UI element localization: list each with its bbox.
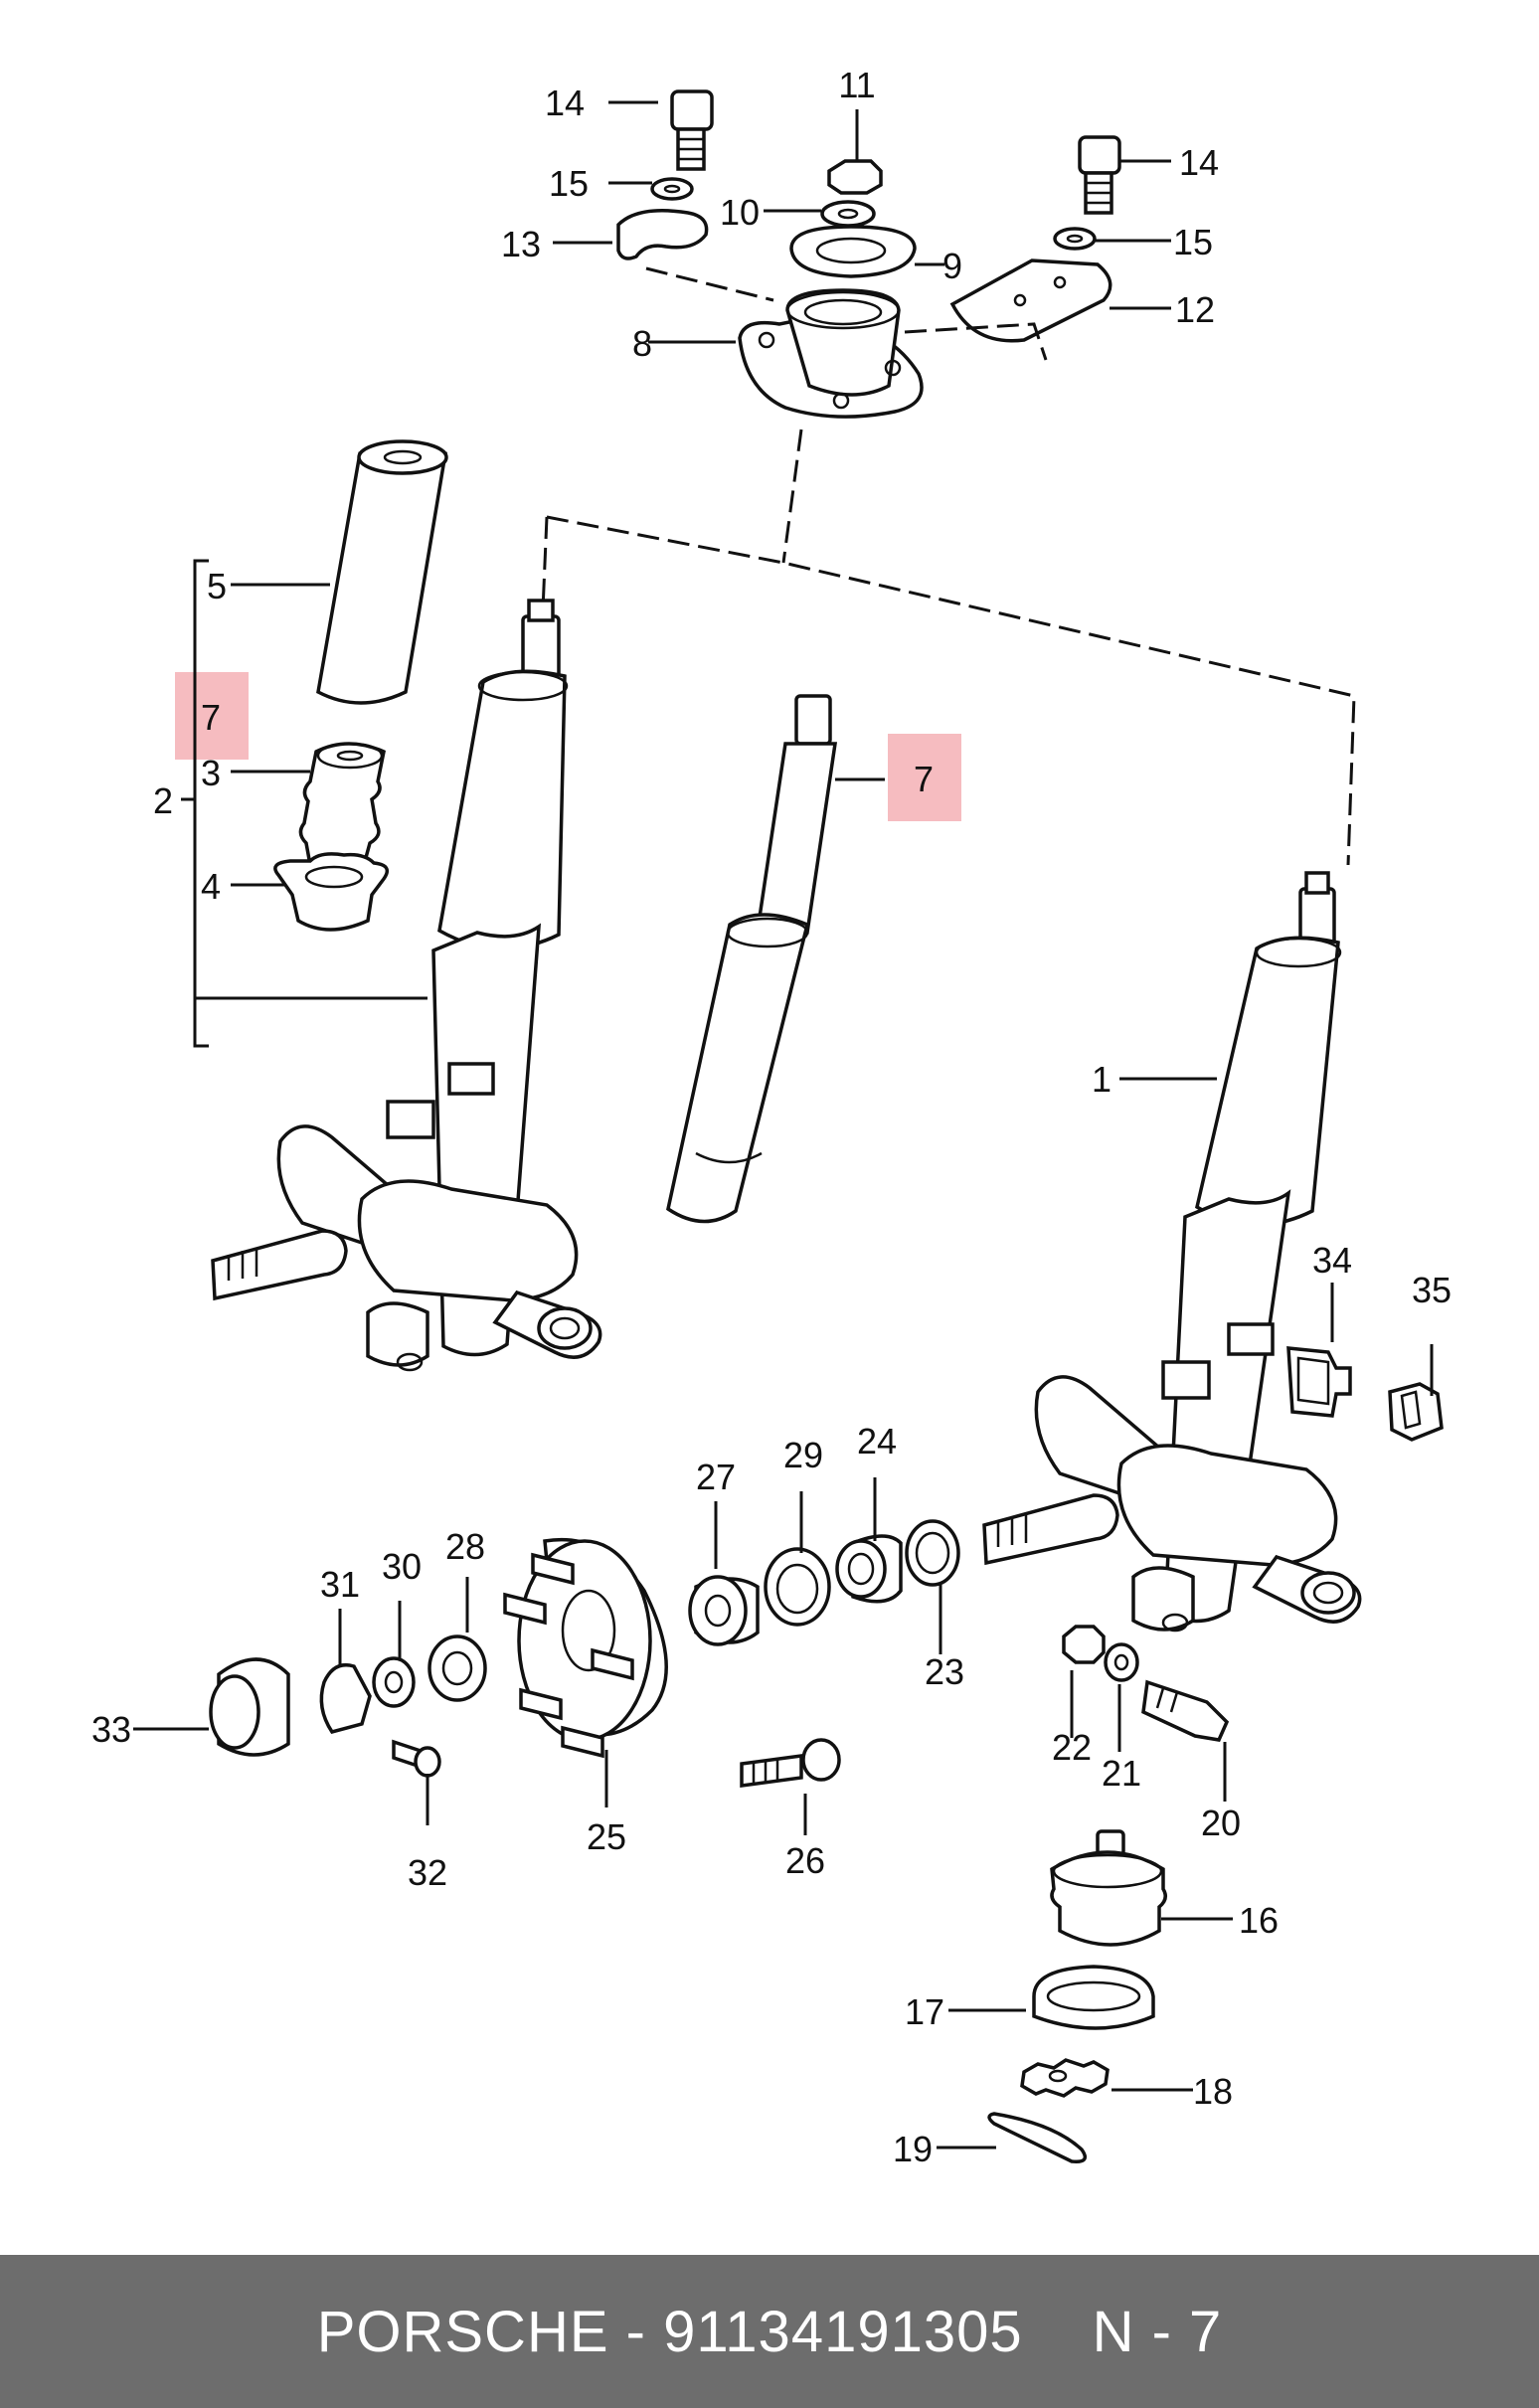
callout-28: 28 (445, 1526, 485, 1567)
part-17-ring-nut (1032, 1965, 1155, 2030)
callout-27: 27 (696, 1457, 736, 1497)
bolt-14-left (670, 89, 714, 171)
part-32-screw (392, 1739, 441, 1778)
callout-31: 31 (320, 1564, 360, 1605)
part-35-clip (1388, 1382, 1444, 1442)
callout-33: 33 (91, 1709, 131, 1750)
part-21-washer (1104, 1642, 1139, 1682)
callout-7-right: 7 (914, 759, 934, 799)
callout-9: 9 (942, 246, 962, 286)
callout-24: 24 (857, 1421, 897, 1462)
callout-5: 5 (207, 566, 227, 606)
part-18-lock-plate (1020, 2058, 1110, 2098)
part-29-bearing-race (764, 1547, 831, 1627)
part-22-nut (1062, 1625, 1106, 1664)
part-24-spacer (835, 1534, 903, 1604)
part-23-seal-ring (905, 1519, 960, 1587)
left-strut (211, 599, 602, 1372)
part-5-dust-tube (316, 439, 448, 705)
callout-26: 26 (785, 1840, 825, 1881)
callout-25: 25 (587, 1816, 626, 1857)
leader-lines (133, 100, 1434, 2150)
callout-23: 23 (925, 1651, 964, 1692)
part-4-stop-mount (273, 852, 390, 932)
part-19-cotter-pin (987, 2112, 1088, 2163)
part-33-grease-cap (209, 1657, 290, 1757)
callout-35: 35 (1412, 1270, 1452, 1310)
callout-4: 4 (201, 866, 221, 907)
top-mount-assembly (616, 89, 1121, 564)
part-31-clamp-nut (319, 1663, 372, 1735)
part-info-footer: PORSCHE - 91134191305 N - 7 (0, 2255, 1539, 2408)
callout-21: 21 (1102, 1753, 1141, 1794)
callout-34: 34 (1312, 1240, 1352, 1281)
callout-8: 8 (632, 323, 652, 364)
part-27-bearing (688, 1575, 760, 1646)
highlight-box-7-right (888, 734, 961, 821)
callout-3: 3 (201, 753, 221, 793)
callout-11: 11 (838, 65, 875, 105)
callout-29: 29 (783, 1435, 823, 1475)
part-20-pin (1141, 1679, 1230, 1742)
callout-15-left: 15 (549, 163, 589, 204)
callout-19: 19 (893, 2129, 933, 2169)
part-7-insert (666, 694, 838, 1224)
part-30-washer (372, 1656, 416, 1708)
part-34-clip (1286, 1346, 1352, 1418)
brand-label: PORSCHE (316, 2299, 609, 2364)
callout-17: 17 (905, 1991, 944, 2032)
part-25-wheel-hub (503, 1537, 668, 1759)
callout-18: 18 (1193, 2071, 1233, 2112)
bolt-14-right (1078, 135, 1121, 215)
part-number: 91134191305 (663, 2299, 1023, 2364)
callout-32: 32 (408, 1852, 447, 1893)
highlight-box-7-left (175, 672, 249, 760)
separator: - (625, 2299, 646, 2364)
callout-20: 20 (1201, 1803, 1241, 1843)
parts-diagram: 14 15 13 8 11 10 9 14 15 12 5 7 3 2 4 7 … (91, 65, 1452, 2169)
part-16-ball-joint (1050, 1829, 1167, 1947)
callout-7-left: 7 (201, 697, 221, 738)
part-28-bearing (428, 1634, 487, 1702)
callout-2: 2 (153, 780, 173, 821)
position-code: N - 7 (1092, 2299, 1223, 2364)
part-26-bolt (740, 1738, 841, 1788)
bracket-group-2 (181, 559, 428, 1048)
callout-1: 1 (1092, 1059, 1112, 1100)
callout-16: 16 (1239, 1900, 1279, 1941)
callout-10: 10 (720, 192, 760, 233)
callout-13: 13 (501, 224, 541, 264)
callout-12: 12 (1175, 289, 1215, 330)
right-strut-part-1 (982, 871, 1362, 1633)
callout-15-right: 15 (1173, 222, 1213, 262)
callout-22: 22 (1052, 1727, 1092, 1768)
callout-14-left: 14 (545, 83, 585, 123)
part-3-bump-stop (298, 742, 386, 874)
callout-14-right: 14 (1179, 142, 1219, 183)
callout-30: 30 (382, 1546, 422, 1587)
